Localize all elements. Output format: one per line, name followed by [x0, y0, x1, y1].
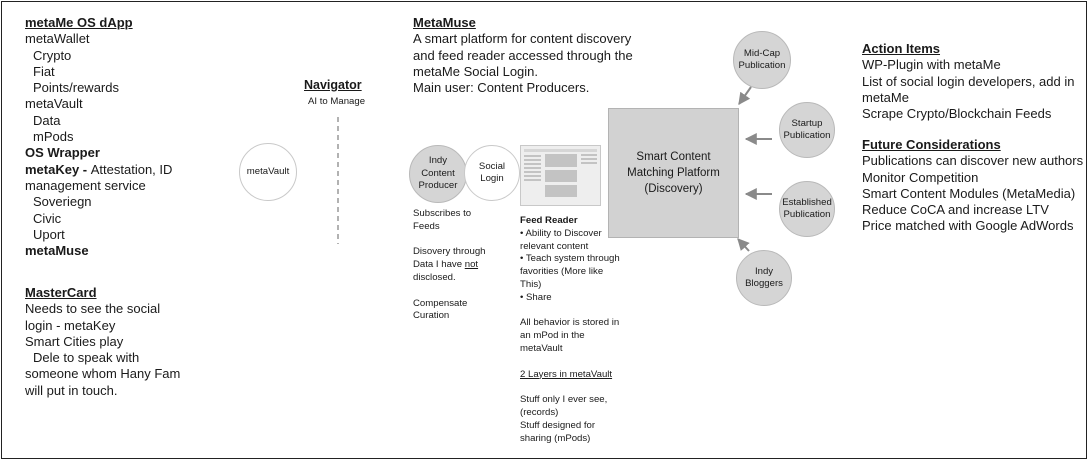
smart-content-platform: Smart Content Matching Platform (Discove…: [608, 108, 739, 238]
feed-reader-stored: an mPod in the: [520, 330, 585, 342]
mid-cap-circle: Mid-Cap Publication: [733, 31, 791, 89]
future-item: Reduce CoCA and increase LTV: [862, 202, 1049, 218]
metakey-bold: metaKey -: [25, 161, 91, 177]
arrow-midcap: [738, 86, 752, 105]
metavault-circle: metaVault: [239, 143, 297, 201]
producer-notes: Subscribes to Feeds Disovery through Dat…: [413, 208, 486, 323]
future-item: Price matched with Google AdWords: [862, 218, 1074, 234]
navigator-subtitle: AI to Manage: [308, 96, 366, 107]
os-wrapper-label: OS Wrapper: [25, 145, 100, 161]
metamuse-label: metaMuse: [25, 243, 89, 259]
metakey-line: metaKey - Attestation, ID: [25, 162, 172, 178]
feed-reader-stored: All behavior is stored in: [520, 317, 620, 329]
feed-reader-stuff: Stuff designed for: [520, 419, 596, 431]
mid-cap-label: Mid-Cap Publication: [738, 47, 786, 72]
metakey-desc: Attestation, ID: [90, 161, 173, 177]
mastercard-line: Needs to see the social: [25, 301, 161, 317]
indy-producer-label: Indy Content Producer: [418, 155, 458, 192]
future-item: Smart Content Modules (MetaMedia): [862, 185, 1076, 201]
indy-bloggers-label: Indy Bloggers: [745, 265, 783, 290]
startup-circle: Startup Publication: [779, 102, 835, 158]
feed-reader-layers: 2 Layers in metaVault: [520, 368, 613, 380]
metawallet-label: metaWallet: [25, 31, 90, 47]
feed-reader-stuff: (records): [520, 406, 559, 418]
future-considerations-section: Future Considerations Publications can d…: [862, 137, 1083, 235]
action-items-title: Action Items: [862, 41, 941, 56]
future-item: Publications can discover new authors: [862, 153, 1084, 169]
vault-item: mPods: [33, 129, 74, 145]
wallet-item: Crypto: [33, 47, 72, 63]
navigator-title: Navigator: [304, 78, 362, 92]
metame-os-title: metaMe OS dApp: [25, 15, 133, 30]
action-item: metaMe: [862, 89, 909, 105]
mastercard-line: login - metaKey: [25, 317, 116, 333]
mastercard-section: MasterCard Needs to see the social login…: [25, 285, 180, 399]
feed-reader-bullet: favorities (More like: [520, 266, 604, 278]
metamuse-section: MetaMuse A smart platform for content di…: [413, 15, 633, 96]
producer-note: disclosed.: [413, 271, 456, 283]
mastercard-line: will put in touch.: [25, 382, 118, 398]
feed-reader-stored: metaVault: [520, 342, 563, 354]
producer-note: Disovery through: [413, 246, 486, 258]
producer-note: Compensate: [413, 297, 468, 309]
feed-reader-mockup: [520, 145, 601, 206]
mastercard-line: someone whom Hany Fam: [25, 366, 181, 382]
feed-reader-bullet: • Teach system through: [520, 253, 620, 265]
social-login-label: Social Login: [478, 160, 506, 185]
producer-note: Subscribes to: [413, 208, 472, 219]
metavault-circle-label: metaVault: [246, 165, 290, 177]
metamuse-line: A smart platform for content discovery: [413, 31, 632, 47]
platform-label: Smart Content Matching Platform (Discove…: [627, 151, 720, 195]
metakey-desc-cont: management service: [25, 177, 146, 193]
feed-reader-stuff: Stuff only I ever see,: [520, 394, 608, 406]
feed-reader-stuff: sharing (mPods): [520, 432, 591, 444]
established-label: Established Publication: [782, 196, 832, 221]
mastercard-title: MasterCard: [25, 285, 97, 300]
feed-reader-title: Feed Reader: [520, 215, 578, 226]
startup-label: Startup Publication: [783, 117, 831, 142]
producer-note-not: not: [464, 259, 479, 271]
producer-note: Feeds: [413, 220, 440, 232]
feed-reader-bullet: relevant content: [520, 240, 589, 252]
vault-item: Data: [33, 112, 61, 128]
action-items-section: Action Items WP-Plugin with metaMe List …: [862, 41, 1074, 122]
producer-note-pre: Data I have: [413, 259, 465, 271]
metame-os-section: metaMe OS dApp metaWallet Crypto Fiat Po…: [25, 15, 172, 259]
indy-producer-circle: Indy Content Producer: [409, 145, 467, 203]
navigator-section: Navigator AI to Manage: [304, 77, 365, 108]
feed-reader-bullet: • Share: [520, 291, 552, 303]
producer-note: Curation: [413, 310, 450, 322]
metakey-item: Uport: [33, 226, 65, 242]
social-login-circle: Social Login: [464, 145, 520, 201]
feed-reader-bullet: This): [520, 278, 542, 290]
mastercard-line: Dele to speak with: [33, 350, 140, 366]
wallet-item: Points/rewards: [33, 80, 119, 96]
action-item: Scrape Crypto/Blockchain Feeds: [862, 106, 1052, 122]
producer-note: Data I have not: [413, 259, 486, 272]
action-item: List of social login developers, add in: [862, 73, 1075, 89]
metamuse-line: Main user: Content Producers.: [413, 80, 590, 96]
wallet-item: Fiat: [33, 63, 55, 79]
metakey-item: Civic: [33, 210, 62, 226]
indy-bloggers-circle: Indy Bloggers: [736, 250, 792, 306]
future-title: Future Considerations: [862, 137, 1001, 152]
metamuse-title: MetaMuse: [413, 15, 476, 30]
mastercard-line: Smart Cities play: [25, 333, 124, 349]
metamuse-line: and feed reader accessed through the: [413, 47, 633, 63]
metavault-label: metaVault: [25, 96, 83, 112]
action-item: WP-Plugin with metaMe: [862, 57, 1001, 73]
future-item: Monitor Competition: [862, 169, 979, 185]
metamuse-line: metaMe Social Login.: [413, 63, 539, 79]
feed-reader-notes: Feed Reader • Ability to Discover releva…: [520, 215, 620, 445]
feed-reader-bullet: • Ability to Discover: [520, 227, 602, 239]
arrow-indy-bloggers: [737, 238, 750, 252]
metakey-item: Soveriegn: [33, 194, 92, 210]
established-circle: Established Publication: [779, 181, 835, 237]
